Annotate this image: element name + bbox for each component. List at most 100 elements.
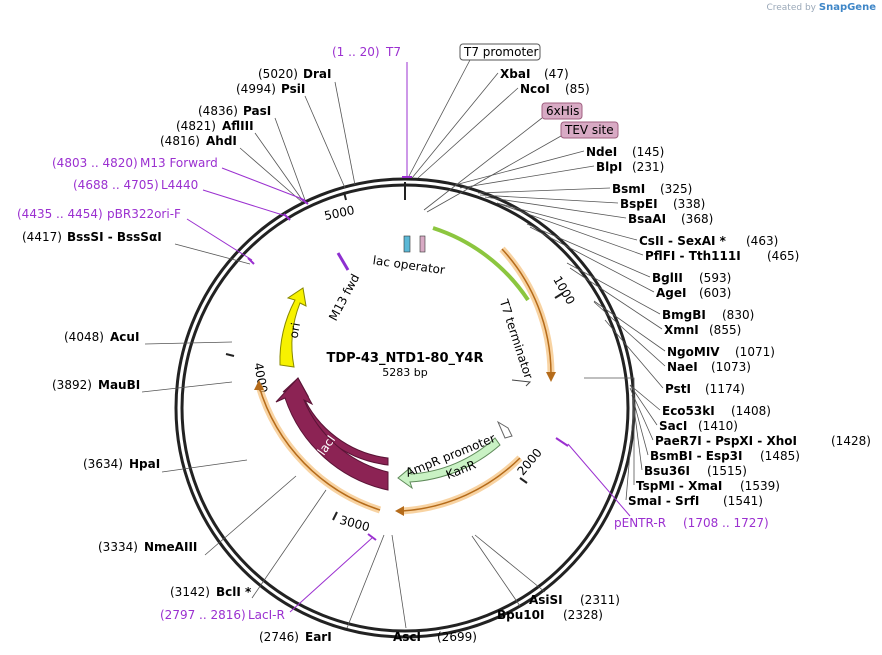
site-pflfi-tth111i[interactable]: PflFI - Tth111I [645,249,741,263]
snapgene-credit: Created by SnapGene [766,2,876,13]
site-bsu36i[interactable]: Bsu36I [644,464,690,478]
site-asci[interactable]: AscI [393,630,421,644]
site-pasi[interactable]: PasI [243,104,271,118]
orange-arrow-1-head [546,372,556,382]
site-bsmbi[interactable]: BsmBI - Esp3I [650,449,742,463]
site-ahdi-pos: (4816) [160,134,200,148]
t7-promoter-label: T7 promoter [463,45,539,59]
site-psti[interactable]: PstI [665,382,691,396]
site-xbai-pos: (47) [544,67,569,81]
t7-terminator-label: T7 terminator [496,297,535,381]
site-bcli[interactable]: BclI * [216,585,252,599]
site-bsmi-pos: (325) [660,182,692,196]
primer-m13-range: (4803 .. 4820) [52,156,138,170]
t7-terminator-marker[interactable] [511,379,532,387]
site-afliii[interactable]: AflIII [222,119,254,133]
site-xmni[interactable]: XmnI [664,323,699,337]
m13-fwd-marker[interactable] [336,252,350,271]
site-bsmbi-pos: (1485) [760,449,800,463]
site-eco53ki[interactable]: Eco53kI [662,404,715,418]
site-paer7i[interactable]: PaeR7I - PspXI - XhoI [655,434,797,448]
site-acui[interactable]: AcuI [110,330,139,344]
site-ndei[interactable]: NdeI [586,145,617,159]
insert-arrow[interactable] [432,226,530,302]
site-bsmi[interactable]: BsmI [612,182,645,196]
site-drai[interactable]: DraI [303,67,331,81]
site-asisi-pos: (2311) [580,593,620,607]
site-xbai[interactable]: XbaI [500,67,530,81]
site-eco53ki-pos: (1408) [731,404,771,418]
bottom-leaders [346,534,546,629]
tick-label-1000: 1000 [550,274,577,307]
site-asci-pos: (2699) [437,630,477,644]
site-tspmi[interactable]: TspMI - XmaI [636,479,722,493]
site-bsaai[interactable]: BsaAI [628,212,666,226]
site-smai[interactable]: SmaI - SrfI [628,494,699,508]
site-bglii[interactable]: BglII [652,271,683,285]
right-sites: XbaI (47) NcoI (85) NdeI (145) BlpI (231… [500,67,871,508]
site-pflfi-pos: (465) [767,249,799,263]
m13-fwd-label: M13 fwd [326,272,362,324]
site-paer7i-pos: (1428) [831,434,871,448]
site-nmeaiii-pos: (3334) [98,540,138,554]
lac-operator-mark[interactable] [403,235,411,253]
site-asisi[interactable]: AsiSI [529,593,563,607]
site-maubi[interactable]: MauBI [98,378,140,392]
primer-pbr322-name: pBR322ori-F [107,207,181,221]
his-tag-mark[interactable] [419,235,426,253]
site-psii-pos: (4994) [236,82,276,96]
tev-site-box[interactable] [560,121,619,139]
site-ahdi[interactable]: AhdI [206,134,237,148]
site-psii[interactable]: PsiI [281,82,305,96]
tick-label-5000: 5000 [323,203,356,223]
primer-pentr-name: pENTR-R [614,516,666,530]
primer-m13-name: M13 Forward [140,156,218,170]
orange-arrow-2[interactable] [401,457,521,512]
site-blpi[interactable]: BlpI [596,160,622,174]
snapgene-logo-text: SnapGene [818,2,876,13]
site-ngomiv[interactable]: NgoMIV [667,345,720,359]
site-pasi-pos: (4836) [198,104,238,118]
orange-arrow-2-head [395,506,404,516]
t7-promoter-box[interactable] [459,43,541,61]
site-bmgbi[interactable]: BmgBI [662,308,706,322]
site-drai-pos: (5020) [258,67,298,81]
left-sites: (5020) DraI (4994) PsiI (4836) PasI (482… [22,67,331,599]
site-hpai[interactable]: HpaI [129,457,160,471]
site-eari[interactable]: EarI [305,630,332,644]
primer-t7-range: (1 .. 20) [332,45,380,59]
his-tag-label: 6xHis [546,104,579,118]
site-nmeaiii[interactable]: NmeAIII [144,540,197,554]
orange-arrow-3-head [254,380,264,390]
kanr-arrow[interactable] [397,437,501,490]
site-bspei-pos: (338) [673,197,705,211]
site-saci[interactable]: SacI [659,419,687,433]
site-ngomiv-pos: (1071) [735,345,775,359]
primer-l4440-range: (4688 .. 4705) [73,178,159,192]
site-bpu10i[interactable]: Bpu10I [497,608,544,622]
left-leaders [141,81,356,599]
site-bmgbi-pos: (830) [722,308,754,322]
site-bpu10i-pos: (2328) [563,608,603,622]
his-tag-box[interactable] [541,102,583,120]
orange-arrow-1[interactable] [501,248,552,374]
site-afliii-pos: (4821) [176,119,216,133]
site-bsaai-pos: (368) [681,212,713,226]
ampr-promoter-arrow[interactable] [496,420,513,439]
site-naei[interactable]: NaeI [667,360,698,374]
site-agei[interactable]: AgeI [656,286,686,300]
site-eari-pos: (2746) [259,630,299,644]
site-bsssi[interactable]: BssSI - BssSαI [67,230,162,244]
orange-arrow-3[interactable] [258,385,381,511]
site-ncoi[interactable]: NcoI [520,82,550,96]
site-psti-pos: (1174) [705,382,745,396]
site-ndei-pos: (145) [632,145,664,159]
site-smai-pos: (1541) [723,494,763,508]
site-hpai-pos: (3634) [83,457,123,471]
site-bspei[interactable]: BspEI [620,197,658,211]
primer-pbr322-range: (4435 .. 4454) [17,207,103,221]
site-xmni-pos: (855) [709,323,741,337]
site-csii-sexai[interactable]: CsII - SexAI * [639,234,727,248]
site-ncoi-pos: (85) [565,82,590,96]
ori-arrow[interactable] [279,287,307,368]
